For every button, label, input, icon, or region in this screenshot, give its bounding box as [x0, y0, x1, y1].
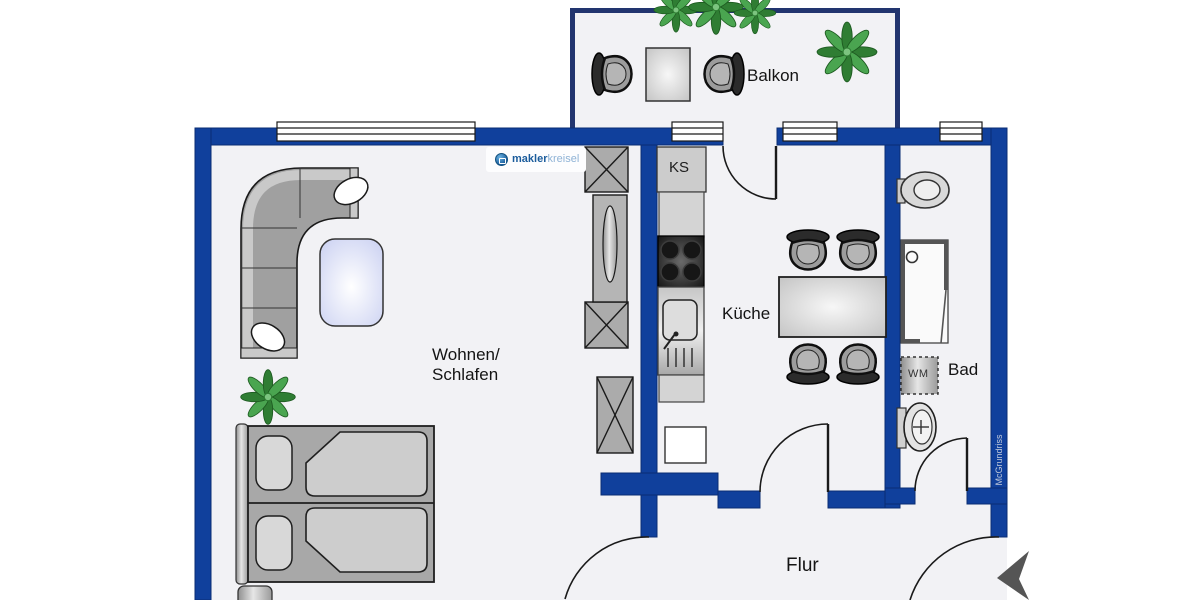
windows: [276, 121, 983, 142]
toilet: [896, 402, 937, 452]
room-label-living: Wohnen/ Schlafen: [432, 345, 500, 385]
dining-chair: [785, 228, 831, 271]
stove: [657, 235, 705, 288]
maklerkreisel-globe-icon: [495, 153, 508, 166]
dining-set: [778, 228, 887, 386]
bath-sink: [896, 171, 950, 209]
balcony-door: [722, 145, 778, 200]
sofa-pillow: [250, 322, 286, 352]
washing-machine-label: WM: [908, 368, 929, 380]
window-bath: [939, 121, 983, 142]
balcony-chair: [703, 51, 746, 97]
living-door: [564, 536, 650, 600]
doors: [564, 145, 1000, 600]
bed-pillow: [255, 435, 293, 491]
kitchen-counter: [656, 146, 707, 464]
kitchen-sink: [657, 286, 705, 376]
room-label-living-line2: Schlafen: [432, 365, 499, 384]
wardrobe-units: [584, 146, 634, 454]
washing-machine: [900, 356, 939, 395]
room-label-balcony: Balkon: [747, 66, 799, 85]
entrance-door: [909, 536, 1000, 600]
dining-table: [778, 276, 887, 338]
sofa-pillow: [333, 176, 369, 206]
double-bed: [235, 423, 435, 600]
room-label-living-line1: Wohnen/: [432, 345, 500, 364]
balcony-furniture: [590, 47, 746, 102]
dining-chair: [785, 343, 831, 386]
window-kitchen-right: [782, 121, 838, 142]
fridge: [656, 146, 707, 193]
balcony-chair: [590, 51, 633, 97]
fridge-label: KS: [669, 159, 690, 176]
bed-blanket: [305, 431, 428, 497]
room-label-kitchen: Küche: [722, 304, 771, 323]
dining-chair: [835, 343, 881, 386]
dining-chair: [835, 228, 881, 271]
maklerkreisel-logo: maklerkreisel: [486, 147, 586, 172]
balcony-table: [645, 47, 691, 102]
bathroom-fixtures: [896, 171, 950, 452]
bath-door: [914, 437, 969, 492]
logo-text: maklerkreisel: [512, 154, 579, 165]
corner-sofa: [240, 167, 369, 359]
direction-arrow-icon: [997, 551, 1029, 600]
nightstand: [237, 585, 273, 600]
logo-text-light: kreisel: [547, 153, 580, 165]
room-label-bathroom: Bad: [948, 360, 979, 379]
room-label-hallway: Flur: [786, 555, 819, 576]
window-kitchen-left: [671, 121, 724, 142]
shower: [900, 239, 949, 344]
bed-blanket: [305, 507, 428, 573]
kitchen-door: [759, 423, 830, 493]
watermark-mcgrundriss: McGrundriss: [994, 434, 1004, 486]
bed-pillow: [255, 515, 293, 571]
logo-text-bold: makler: [512, 153, 548, 165]
coffee-table: [319, 238, 384, 327]
plant-icon: [816, 21, 878, 83]
kitchen-white-unit: [664, 426, 707, 464]
plant-icon: [240, 369, 296, 425]
window-living: [276, 121, 476, 142]
